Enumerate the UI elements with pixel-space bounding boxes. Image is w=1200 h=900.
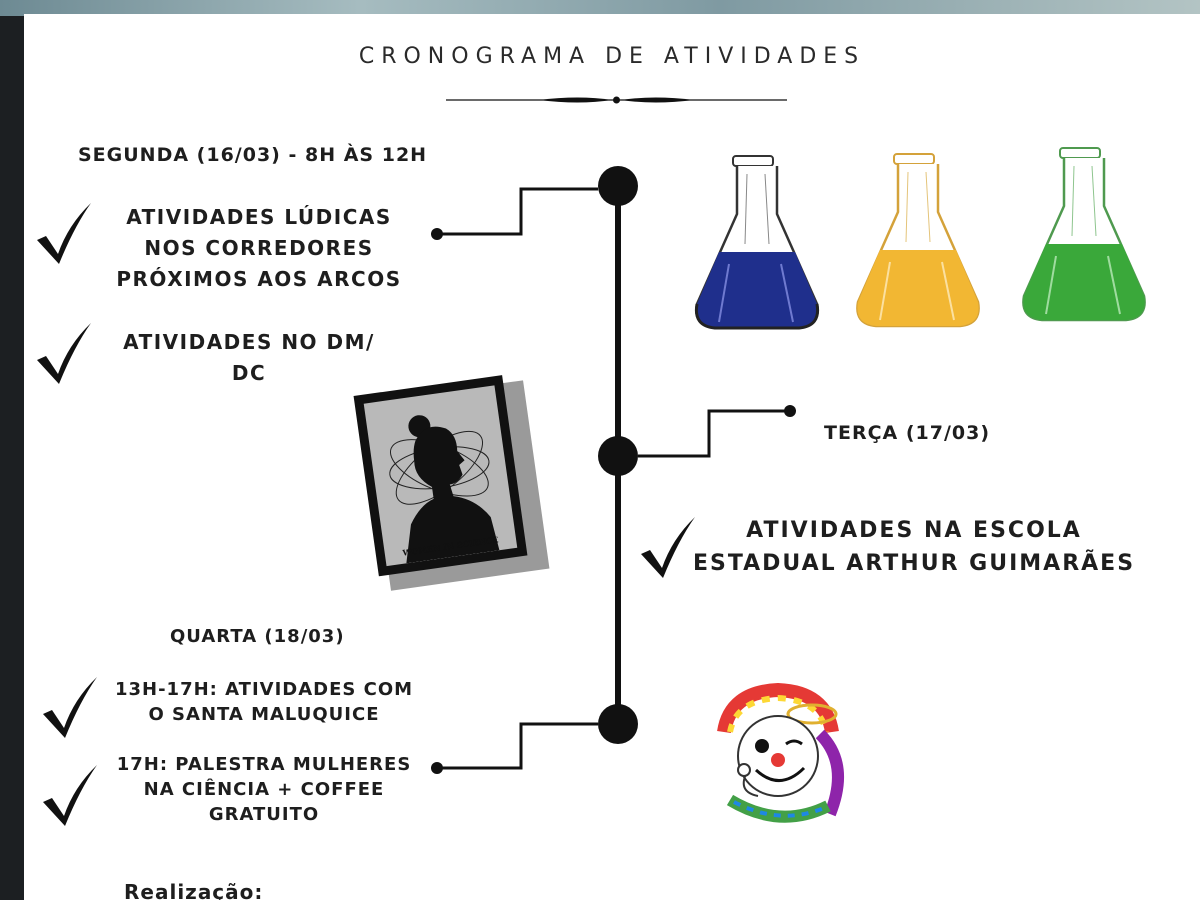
santa-maluquice-logo: [700, 674, 860, 834]
checkmark-icon: [43, 765, 97, 826]
timeline: [431, 166, 796, 774]
tuesday-heading: TERÇA (17/03): [824, 422, 991, 444]
wednesday-item-2: 17H: PALESTRA MULHERES NA CIÊNCIA + COFF…: [116, 754, 412, 825]
women-in-science-image: WOMEN IN SCIENCE: [353, 374, 550, 591]
monday-item-2: ATIVIDADES NO DM/ DC: [123, 330, 375, 385]
monday-heading: SEGUNDA (16/03) - 8H ÀS 12H: [78, 144, 428, 166]
tuesday-item-1: ATIVIDADES NA ESCOLA ESTADUAL ARTHUR GUI…: [692, 518, 1136, 576]
monday-item-1: ATIVIDADES LÚDICAS NOS CORREDORES PRÓXIM…: [116, 205, 402, 291]
woman-silhouette-icon: [389, 415, 500, 564]
flask-icon-blue: [694, 155, 820, 330]
checkmark-icon: [37, 203, 91, 264]
poster: CRONOGRAMA DE ATIVIDADES SEGUNDA (16/03)…: [24, 14, 1200, 900]
flask-icon-green: [1022, 147, 1146, 322]
footer-label: Realização:: [124, 880, 264, 900]
wednesday-heading: QUARTA (18/03): [170, 626, 345, 647]
wednesday-item-1: 13H-17H: ATIVIDADES COM O SANTA MALUQUIC…: [114, 679, 414, 725]
top-banner-strip: [0, 0, 1200, 16]
clown-logo-icon: [717, 682, 844, 823]
page-title: CRONOGRAMA DE ATIVIDADES: [358, 44, 866, 69]
title-ornament: [446, 96, 787, 104]
checkmark-icon: [43, 677, 97, 738]
flask-icon-yellow: [856, 153, 980, 328]
checkmark-icon: [37, 323, 91, 384]
checkmark-icon: [641, 517, 695, 578]
